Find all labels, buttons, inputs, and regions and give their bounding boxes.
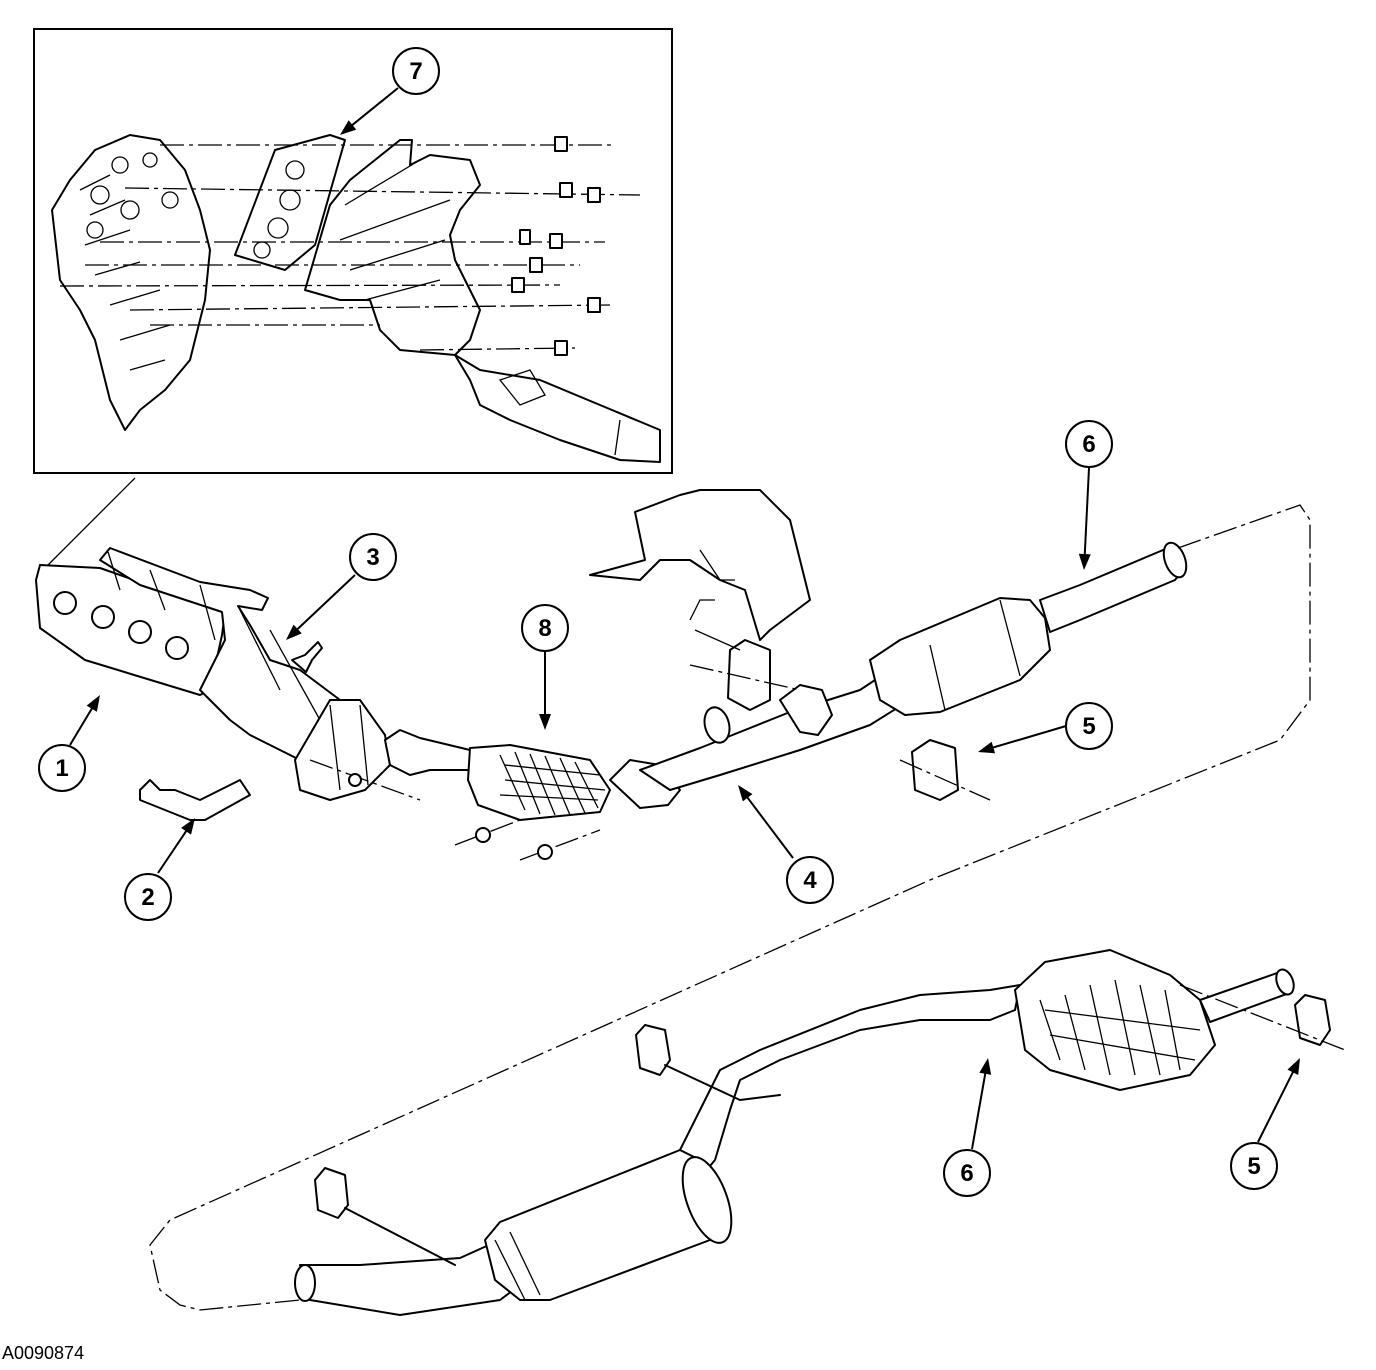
callout-arrowhead xyxy=(539,714,551,730)
callout-number: 1 xyxy=(55,755,68,782)
callout-5: 5 xyxy=(978,702,1113,754)
callout-number: 6 xyxy=(1082,431,1095,458)
callout-leader xyxy=(157,827,190,874)
inset-leader-line xyxy=(44,477,136,569)
callout-circle xyxy=(349,533,397,581)
callout-number: 8 xyxy=(538,615,551,642)
callout-circle xyxy=(521,604,569,652)
front-exhaust-section xyxy=(35,489,1311,1311)
callout-arrowhead xyxy=(181,818,195,835)
figure-id: A0090874 xyxy=(2,1343,85,1363)
callout-circle xyxy=(38,744,86,792)
callout-arrowhead xyxy=(286,624,302,640)
callout-leader xyxy=(294,574,356,633)
callout-leader xyxy=(348,87,399,129)
callout-leader xyxy=(989,725,1067,750)
rear-exhaust-section xyxy=(294,949,1346,1316)
callout-number: 4 xyxy=(803,867,817,894)
callout-1: 1 xyxy=(38,695,100,792)
callout-8: 6 xyxy=(943,1058,992,1197)
callout-circle xyxy=(1065,702,1113,750)
callout-leader xyxy=(69,704,95,746)
callout-4: 4 xyxy=(738,785,834,904)
callout-leader xyxy=(1257,1068,1296,1143)
callout-circle xyxy=(1230,1142,1278,1190)
callout-arrowhead xyxy=(738,785,753,802)
callouts: 1 2 3 4 5 5 6 6 7 8 xyxy=(38,47,1300,1197)
callout-number: 2 xyxy=(141,884,154,911)
callout-number: 7 xyxy=(409,58,422,85)
callout-circle xyxy=(392,47,440,95)
callout-7: 6 xyxy=(1065,420,1113,570)
callout-3: 3 xyxy=(286,533,397,640)
callout-9: 7 xyxy=(340,47,440,135)
callout-circle xyxy=(943,1149,991,1197)
callout-arrowhead xyxy=(340,120,357,135)
callout-arrowhead xyxy=(979,1058,992,1075)
detail-inset xyxy=(33,28,673,474)
callout-6: 5 xyxy=(1230,1058,1300,1190)
callout-number: 6 xyxy=(960,1160,973,1187)
callout-number: 5 xyxy=(1247,1153,1260,1180)
callout-arrowhead xyxy=(86,695,100,712)
callout-arrowhead xyxy=(978,741,996,754)
callout-arrowhead xyxy=(1078,553,1091,570)
callout-circle xyxy=(786,856,834,904)
callout-2: 2 xyxy=(124,818,195,921)
callout-leader xyxy=(1083,467,1090,559)
callout-arrowhead xyxy=(1287,1058,1300,1075)
callout-circle xyxy=(124,873,172,921)
callout-number: 3 xyxy=(366,544,379,571)
callout-10: 8 xyxy=(521,604,569,730)
callout-leader xyxy=(744,793,794,859)
callout-number: 5 xyxy=(1082,713,1095,740)
callout-leader xyxy=(971,1069,987,1150)
callout-circle xyxy=(1065,420,1113,468)
